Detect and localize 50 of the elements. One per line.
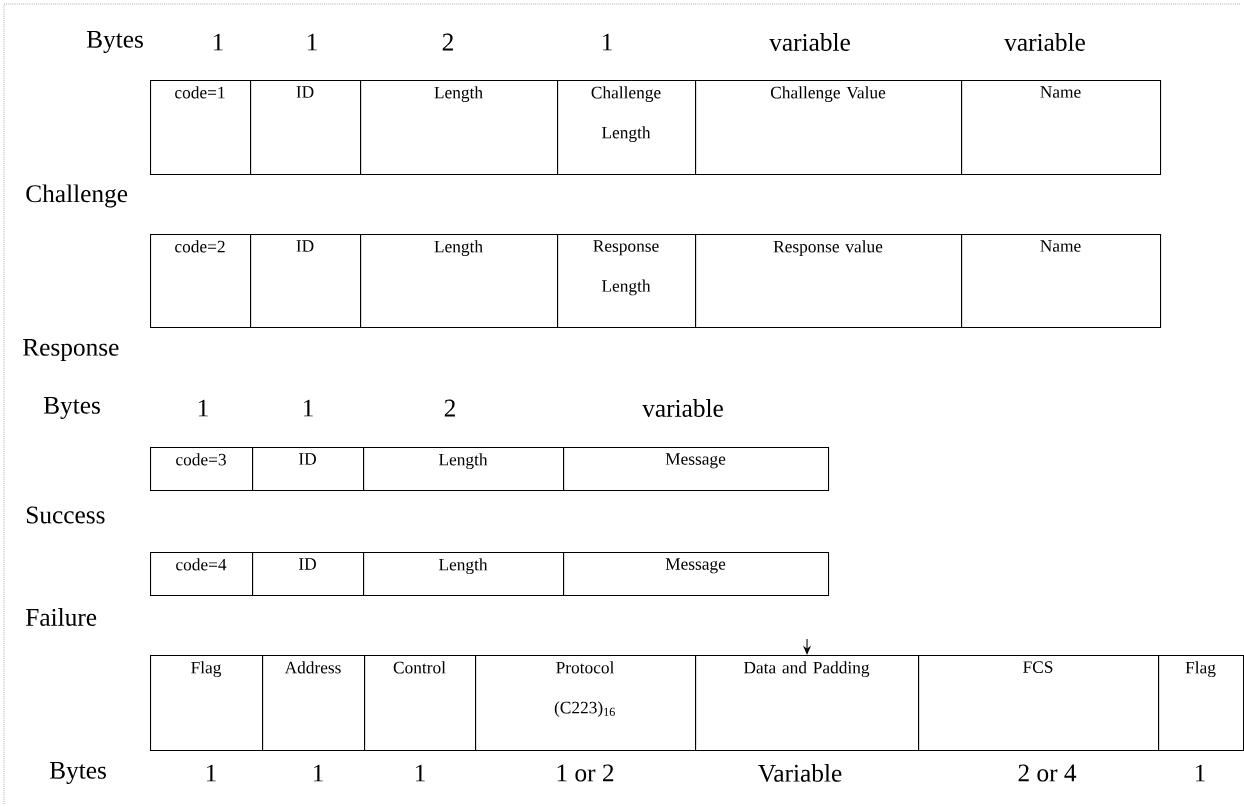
byte-count: 1 — [213, 33, 223, 51]
packet-label: Response — [23, 339, 119, 361]
byte-count: Variable — [758, 764, 842, 782]
byte-count: 2 — [442, 33, 453, 51]
field-cell: code=2 — [150, 234, 252, 329]
byte-count: 1 — [206, 764, 216, 782]
bytes-label: Bytes — [43, 397, 100, 420]
arrow — [803, 638, 812, 655]
field-cell: FCS — [918, 655, 1160, 752]
field-cell: Protocol (C223)$_{16}$ — [475, 655, 697, 752]
field-cell: Message — [563, 447, 830, 492]
field-cell: ID — [252, 552, 365, 597]
field-cell: Flag — [150, 655, 264, 752]
byte-count: 1 — [198, 399, 208, 417]
packet-label: Success — [26, 506, 105, 524]
byte-count: 1 — [307, 33, 317, 51]
field-cell: Message — [563, 552, 830, 597]
byte-count: variable — [1004, 33, 1085, 51]
field-cell: Length — [360, 80, 559, 176]
byte-count: 2 — [444, 399, 455, 417]
byte-count: variable — [769, 33, 850, 51]
field-cell: Response Length — [557, 234, 697, 329]
byte-count: 1 — [602, 33, 612, 51]
bytes-label: Bytes — [49, 762, 106, 785]
packet-label: Failure — [26, 608, 97, 626]
field-cell: Name — [961, 234, 1162, 329]
field-cell: Address — [262, 655, 366, 752]
field-cell: code=4 — [150, 552, 254, 597]
byte-count: 1 — [303, 399, 313, 417]
field-cell: ID — [250, 80, 362, 176]
byte-count: 1 — [313, 764, 323, 782]
packet-label: Challenge — [26, 184, 128, 208]
byte-count: 1 — [1195, 764, 1205, 782]
bytes-label: Bytes — [86, 31, 143, 53]
byte-count: 1 — [415, 764, 425, 782]
field-cell: Name — [961, 80, 1162, 176]
field-cell: Challenge Length — [557, 80, 697, 176]
field-cell: ID — [250, 234, 362, 329]
field-cell: Length — [363, 552, 565, 597]
field-cell: Data and Padding — [695, 655, 920, 752]
byte-count: variable — [642, 399, 723, 417]
field-cell: Flag — [1158, 655, 1244, 752]
field-cell: code=1 — [150, 80, 252, 176]
field-cell: Length — [363, 447, 565, 492]
field-cell: Challenge Value — [695, 80, 963, 176]
field-cell: code=3 — [150, 447, 254, 492]
field-cell: Control — [364, 655, 477, 752]
field-cell: ID — [252, 447, 365, 492]
field-cell: Response value — [695, 234, 963, 329]
field-cell: Length — [360, 234, 559, 329]
